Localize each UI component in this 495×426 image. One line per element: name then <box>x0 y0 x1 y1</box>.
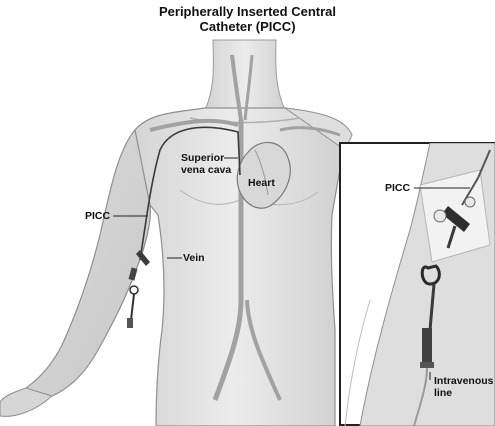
label-vein: Vein <box>183 252 205 264</box>
label-superior-vena-cava: Superior vena cava <box>181 152 231 176</box>
label-iv-line-1: Intravenous <box>434 375 494 387</box>
label-svc-line-1: Superior <box>181 152 231 164</box>
label-intravenous-line: Intravenous line <box>434 375 494 399</box>
label-svc-line-2: vena cava <box>181 164 231 176</box>
label-picc-inset: PICC <box>385 182 410 194</box>
label-iv-line-2: line <box>434 387 494 399</box>
label-heart: Heart <box>248 177 275 189</box>
body-silhouette <box>0 40 352 426</box>
label-picc-arm: PICC <box>85 210 110 222</box>
